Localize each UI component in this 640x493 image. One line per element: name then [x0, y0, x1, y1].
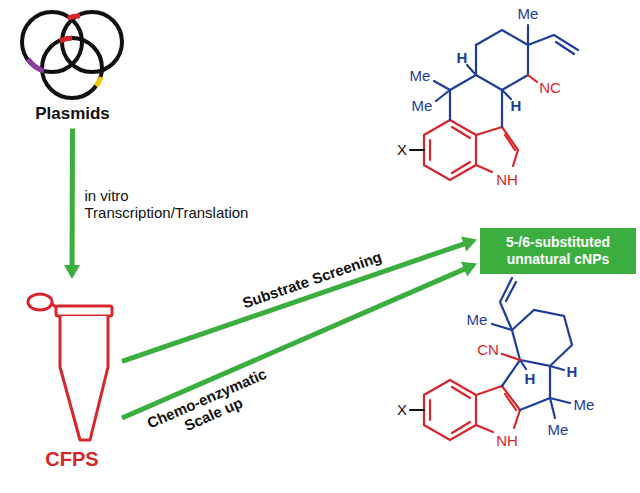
arrow-line: [70, 128, 75, 267]
flow-arrow: [64, 128, 80, 279]
plasmid-icon: [10, 4, 135, 104]
atom-label: H: [457, 50, 468, 66]
arrow-head: [461, 262, 477, 277]
atom-label: Me: [574, 397, 595, 413]
edge-label: in vitro Transcription/Translation: [85, 187, 285, 221]
edge-label: Chemo-enzymatic Scale up: [143, 365, 276, 448]
tube-node: CFPS: [22, 282, 122, 471]
atom-label: Me: [518, 6, 539, 22]
arrow-head: [461, 236, 477, 251]
atom-label: H: [511, 98, 522, 114]
atom-label: CN: [477, 342, 499, 358]
node-label: CFPS: [22, 447, 122, 471]
atom-label: NH: [496, 172, 518, 188]
tube-icon: [22, 282, 122, 447]
atom-label: Me: [467, 312, 488, 328]
atom-label: X: [397, 402, 407, 418]
result-text: 5-/6-substituted unnatural cNPs: [488, 234, 628, 268]
atom-label: Me: [548, 422, 569, 438]
atom-label: Me: [410, 68, 431, 84]
atom-label: NC: [539, 80, 561, 96]
atom-label: NH: [496, 433, 518, 449]
node-label: Plasmids: [10, 104, 135, 124]
atom-label: H: [567, 364, 578, 380]
arrow-head: [64, 265, 80, 279]
atom-label: X: [397, 142, 407, 158]
atom-label: H: [525, 371, 536, 387]
atom-label: Me: [412, 98, 433, 114]
result-box: 5-/6-substituted unnatural cNPs: [480, 228, 636, 274]
plasmid-node: Plasmids: [10, 4, 135, 124]
